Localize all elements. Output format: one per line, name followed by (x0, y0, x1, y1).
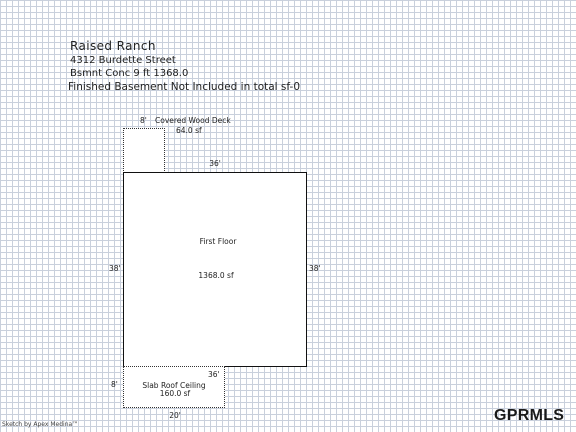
sketch-title: Raised Ranch (70, 39, 156, 53)
first-floor-right-dimension: 38' (309, 264, 321, 273)
first-floor-room (123, 172, 307, 367)
slab-name-label: Slab Roof Ceiling (142, 381, 206, 390)
deck-room (123, 128, 165, 173)
gprmls-logo: GPRMLS (494, 407, 565, 424)
sketch-credit: Sketch by Apex Medina™ (2, 421, 79, 428)
slab-room (123, 366, 225, 408)
basement-info: Bsmnt Conc 9 ft 1368.0 (70, 68, 189, 79)
slab-top-dimension: 36' (208, 370, 220, 379)
deck-area-label: 64.0 sf (176, 126, 202, 135)
slab-left-dimension: 8' (111, 380, 118, 389)
first-floor-area-label: 1368.0 sf (198, 271, 234, 280)
first-floor-name-label: First Floor (199, 237, 237, 246)
first-floor-left-dimension: 38' (109, 264, 121, 273)
first-floor-top-dimension: 36' (209, 159, 221, 168)
property-address: 4312 Burdette Street (70, 55, 176, 66)
slab-bottom-dimension: 20' (169, 411, 181, 420)
deck-name-label: Covered Wood Deck (155, 116, 231, 125)
slab-area-label: 160.0 sf (159, 389, 191, 398)
finished-basement-note: Finished Basement Not Included in total … (68, 81, 300, 93)
deck-width-label: 8' (140, 116, 147, 125)
